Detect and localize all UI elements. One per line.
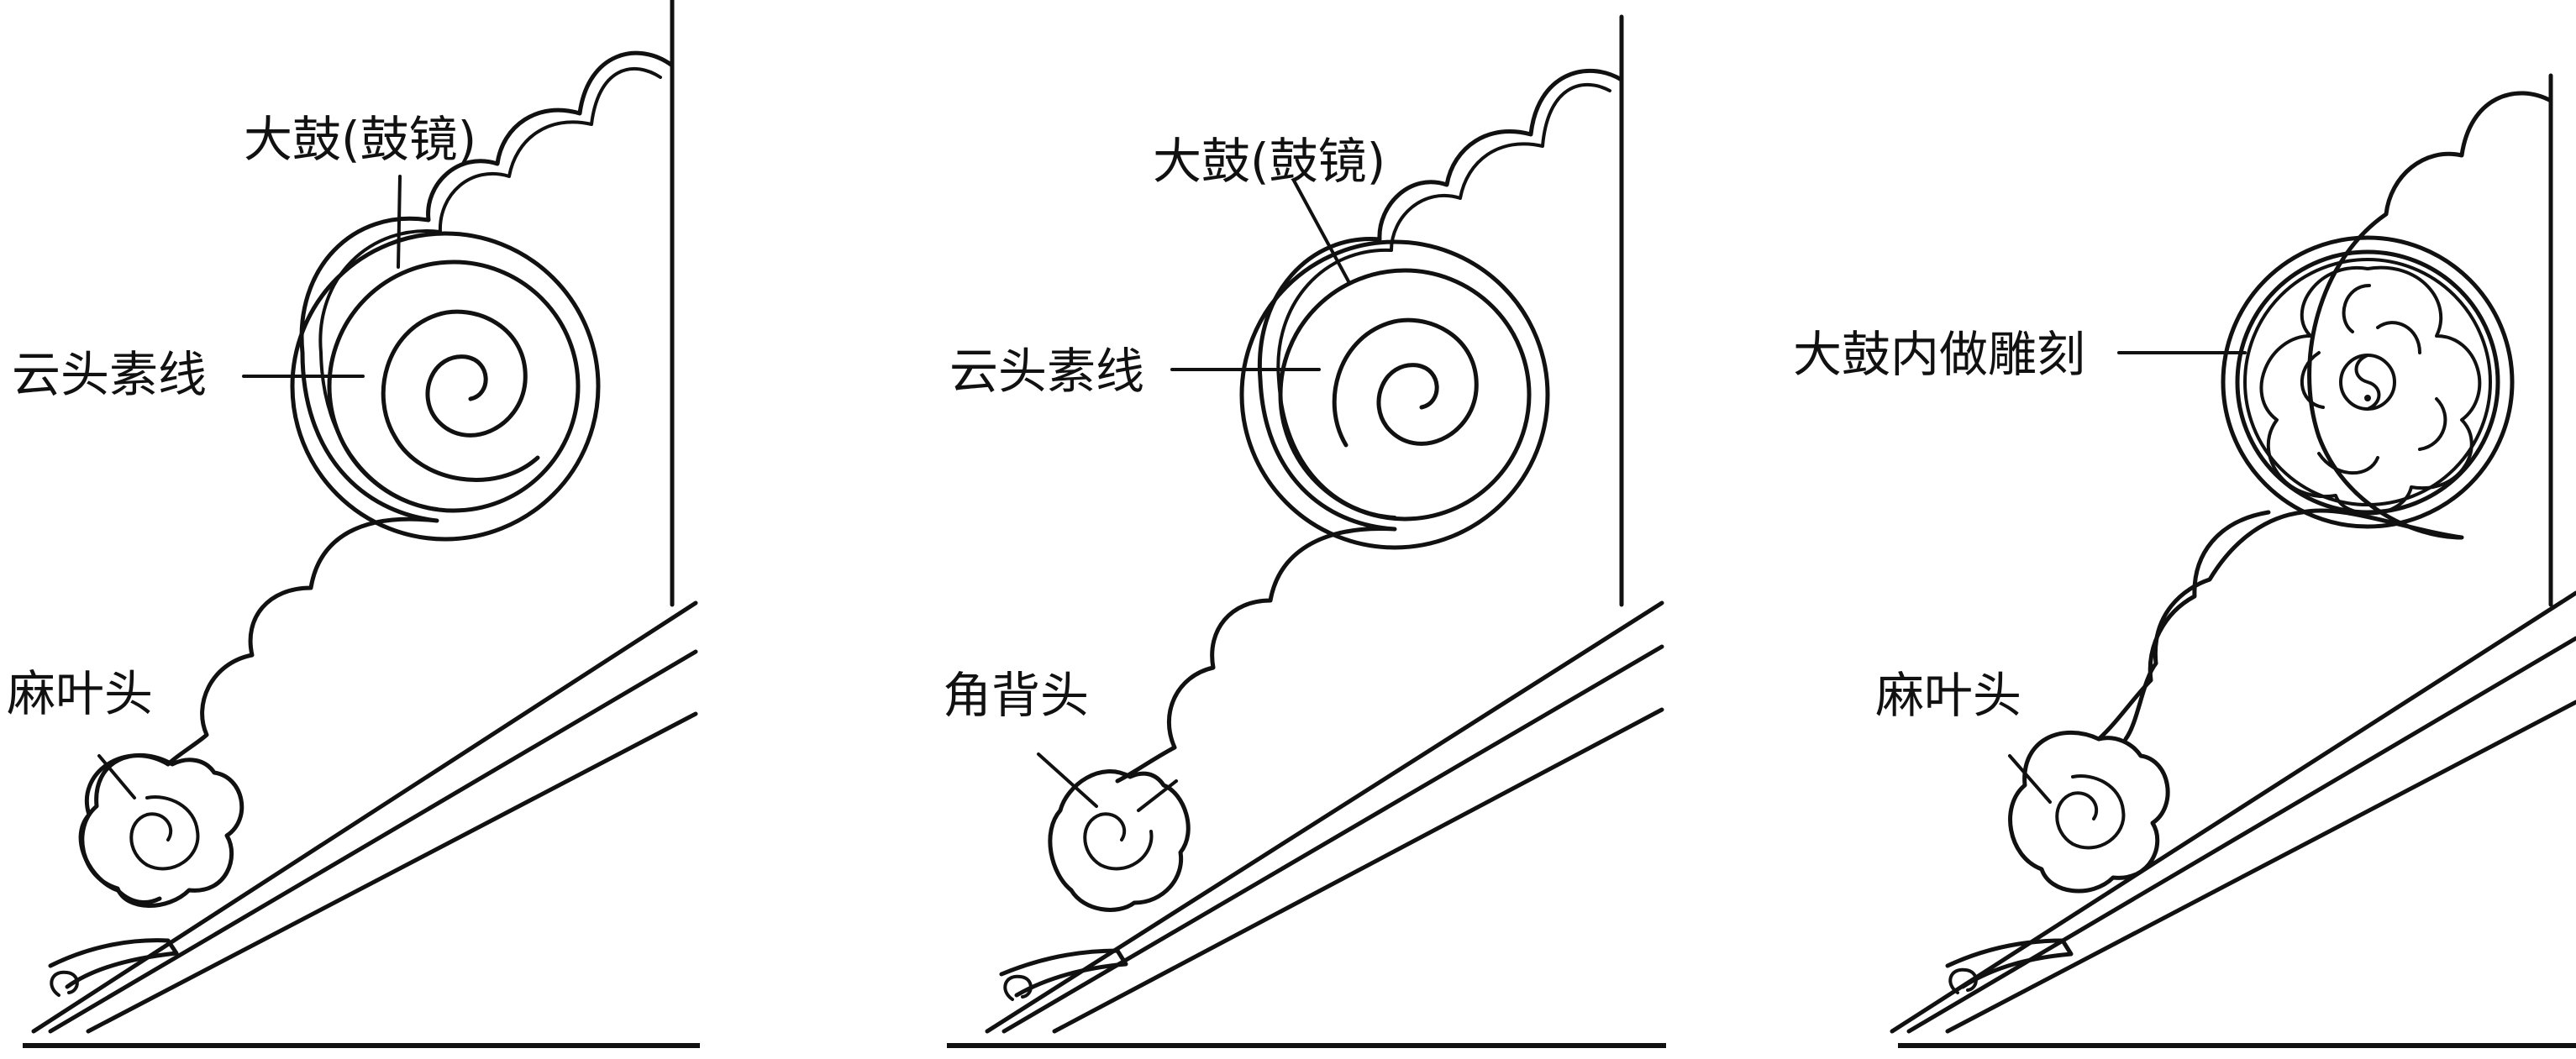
foot-label: 麻叶头 <box>7 665 153 722</box>
leader-drum <box>1292 179 1350 283</box>
leader-foot <box>2008 754 2052 804</box>
panel-1: 大鼓(鼓镜) 云头素线 麻叶头 <box>7 0 700 1048</box>
panel-2: 大鼓(鼓镜) 云头素线 角背头 <box>943 14 1666 1048</box>
foot-scroll <box>1945 730 2170 994</box>
spiral-line <box>381 309 540 482</box>
drum-outer <box>290 231 601 542</box>
bracket-outline <box>1115 68 1624 784</box>
foot-label: 麻叶头 <box>1875 667 2021 724</box>
drum-label: 大鼓(鼓镜) <box>244 111 476 168</box>
drum-carving-ring <box>2243 258 2492 506</box>
middle-label: 云头素线 <box>12 346 207 403</box>
foot-label: 角背头 <box>943 667 1089 724</box>
drum-outer <box>2221 235 2515 529</box>
drum-carving <box>2259 265 2482 516</box>
leader-foot <box>97 754 136 799</box>
drum-outer <box>1239 239 1550 550</box>
foot-scroll <box>48 752 244 997</box>
drum-mirror <box>327 260 581 513</box>
bracket-outline <box>78 50 675 904</box>
middle-label: 云头素线 <box>949 343 1144 400</box>
middle-label: 大鼓内做雕刻 <box>1793 326 2085 383</box>
rafter-beam <box>1890 590 2576 1048</box>
drum-mirror <box>1278 268 1532 522</box>
panel-3: 大鼓内做雕刻 麻叶头 <box>1793 73 2576 1048</box>
leader-foot <box>1037 752 1098 808</box>
foot-block <box>999 769 1191 1001</box>
leader-drum <box>397 175 402 269</box>
spiral-line <box>1332 317 1479 448</box>
drum-label: 大鼓(鼓镜) <box>1153 133 1385 190</box>
bracket-outline <box>2123 91 2553 742</box>
